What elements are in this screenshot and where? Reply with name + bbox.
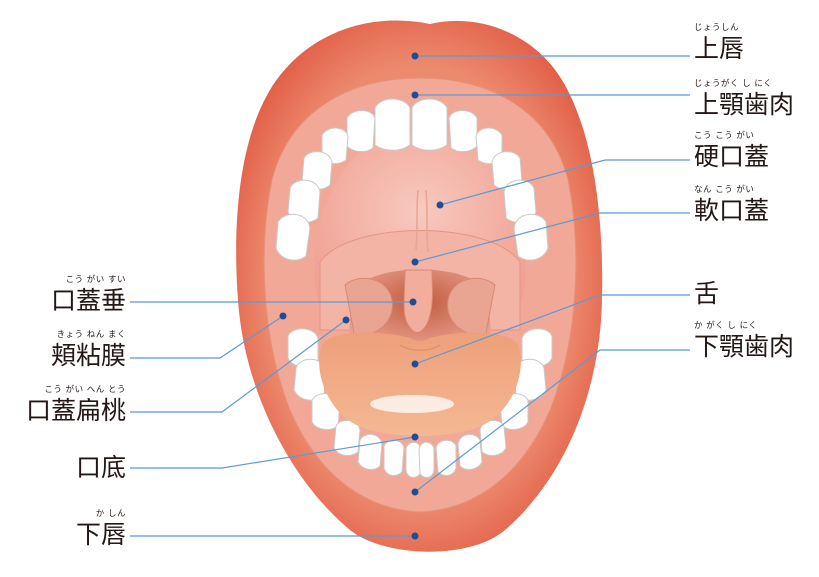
label-soft-palate: なん こう がい 軟口蓋 [694, 185, 770, 225]
marker-dots [279, 52, 444, 540]
label-lower-gum: か がく し にく 下顎歯肉 [694, 321, 795, 361]
leader-lines [130, 55, 690, 537]
tongue-shape [319, 332, 521, 436]
label-lower-lip: か しん 下唇 [75, 509, 126, 549]
label-upper-lip: じょうしん 上唇 [694, 23, 745, 63]
label-tongue: 舌 [694, 279, 720, 308]
label-hard-palate: こう こう がい 硬口蓋 [694, 131, 770, 171]
label-buccal-mucosa: きょう ねん まく 頬粘膜 [50, 330, 126, 370]
upper-teeth [275, 98, 549, 261]
label-uvula: こう がい すい 口蓋垂 [50, 275, 126, 315]
uvula-shape [403, 269, 433, 333]
label-palatine-tonsil: こう がい へん とう 口蓋扁桃 [25, 385, 126, 425]
label-floor-of-mouth: 口底 [75, 453, 126, 482]
label-upper-gum: じょうがく し にく 上顎歯肉 [694, 79, 795, 119]
